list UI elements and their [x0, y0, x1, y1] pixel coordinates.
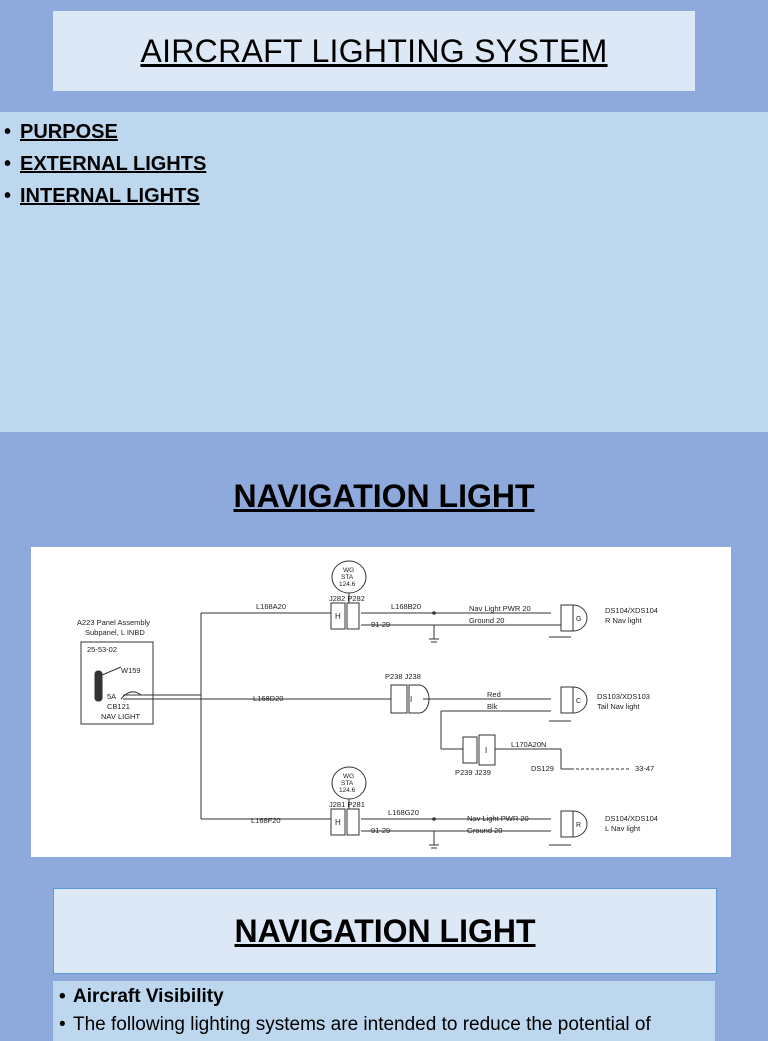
low-conn: P239 J239 [455, 768, 491, 777]
bot-lamp-id: DS104/XDS104 [605, 814, 658, 823]
bullet-internal-lights-text: INTERNAL LIGHTS [20, 185, 200, 207]
mid-conn: P238 J238 [385, 672, 421, 681]
bullet-external-lights[interactable]: •EXTERNAL LIGHTS [4, 153, 207, 175]
slide3-title: NAVIGATION LIGHT [234, 912, 536, 949]
top-connector-j [330, 602, 346, 630]
wiring-diagram-svg: A223 Panel Assembly Subpanel, L INBD 25-… [77, 560, 658, 849]
wire-w: W159 [121, 666, 141, 675]
bot-lamp-name: L Nav light [605, 824, 641, 833]
top-lamp-name: R Nav light [605, 616, 643, 625]
mid-conn-letter: I [410, 695, 412, 704]
slide1-title: AIRCRAFT LIGHTING SYSTEM [140, 32, 608, 69]
bullet-lighting-systems-text: The following lighting systems are inten… [73, 1014, 651, 1035]
top-conn-letter: H [335, 612, 341, 621]
top-wire-in: L168A20 [256, 602, 286, 611]
slide3-title-box: NAVIGATION LIGHT [53, 888, 717, 974]
mid-wire: L168D20 [253, 694, 283, 703]
bot-pwr: Nav Light PWR 20 [467, 814, 529, 823]
panel-label-1: A223 Panel Assembly [77, 618, 150, 627]
bullet-lighting-systems: •The following lighting systems are inte… [59, 1014, 651, 1035]
top-lamp-id: DS104/XDS104 [605, 606, 658, 615]
bot-sta-2: STA [341, 780, 354, 787]
slide1-body: •PURPOSE •EXTERNAL LIGHTS •INTERNAL LIGH… [0, 112, 768, 432]
top-pwr: Nav Light PWR 20 [469, 604, 531, 613]
bullet-aircraft-visibility: •Aircraft Visibility [59, 986, 224, 1007]
top-lamp-letter: G [576, 616, 581, 623]
bot-gnd: Ground 20 [467, 826, 502, 835]
bot-wire-in: L168F20 [251, 816, 281, 825]
breaker-name: NAV LIGHT [101, 712, 140, 721]
low-conn-letter: I [485, 746, 487, 755]
bot-conn: J281 P281 [329, 800, 365, 809]
mid-red: Red [487, 690, 501, 699]
slide1-title-box: AIRCRAFT LIGHTING SYSTEM [53, 11, 695, 91]
mid-lamp-letter: C [576, 698, 581, 705]
panel-box [80, 641, 154, 725]
bot-wire-out: L168G20 [388, 808, 419, 817]
top-sta-1: WG [343, 567, 354, 574]
top-sta-3: 124.6 [339, 581, 356, 588]
low-ref: 33-47 [635, 764, 654, 773]
bullet-external-lights-text: EXTERNAL LIGHTS [20, 153, 207, 175]
bot-sta-1: WG [343, 773, 354, 780]
top-conn: J282 P282 [329, 594, 365, 603]
top-gnd: Ground 20 [469, 616, 504, 625]
bot-lamp-letter: R [576, 822, 581, 829]
bot-ref: 91-29 [371, 826, 390, 835]
bullet-purpose[interactable]: •PURPOSE [4, 121, 118, 143]
top-wire-out: L168B20 [391, 602, 421, 611]
low-ds: DS129 [531, 764, 554, 773]
panel-label-2: Subpanel, L INBD [85, 628, 145, 637]
panel-ref: 25-53-02 [87, 645, 117, 654]
top-sta-2: STA [341, 574, 354, 581]
slide1-bullet-list: •PURPOSE •EXTERNAL LIGHTS •INTERNAL LIGH… [0, 112, 768, 212]
breaker-id: CB121 [107, 702, 130, 711]
slide2-title: NAVIGATION LIGHT [233, 478, 535, 514]
mid-blk: Blk [487, 702, 498, 711]
bullet-internal-lights[interactable]: •INTERNAL LIGHTS [4, 185, 200, 207]
low-wire: L170A20N [511, 740, 546, 749]
bot-sta-3: 124.6 [339, 787, 356, 794]
mid-lamp-name: Tail Nav light [597, 702, 640, 711]
slide3-body: •Aircraft Visibility •The following ligh… [53, 981, 715, 1041]
top-ref: 91-29 [371, 620, 390, 629]
bullet-purpose-text: PURPOSE [20, 121, 118, 143]
wiring-diagram: A223 Panel Assembly Subpanel, L INBD 25-… [31, 547, 731, 857]
slide3-bullet-list: •Aircraft Visibility •The following ligh… [53, 981, 715, 1039]
breaker-rating: 5A [107, 692, 116, 701]
bullet-aircraft-visibility-text: Aircraft Visibility [73, 986, 224, 1007]
breaker-body [94, 670, 103, 702]
bot-conn-letter: H [335, 818, 341, 827]
mid-lamp-id: DS103/XDS103 [597, 692, 650, 701]
